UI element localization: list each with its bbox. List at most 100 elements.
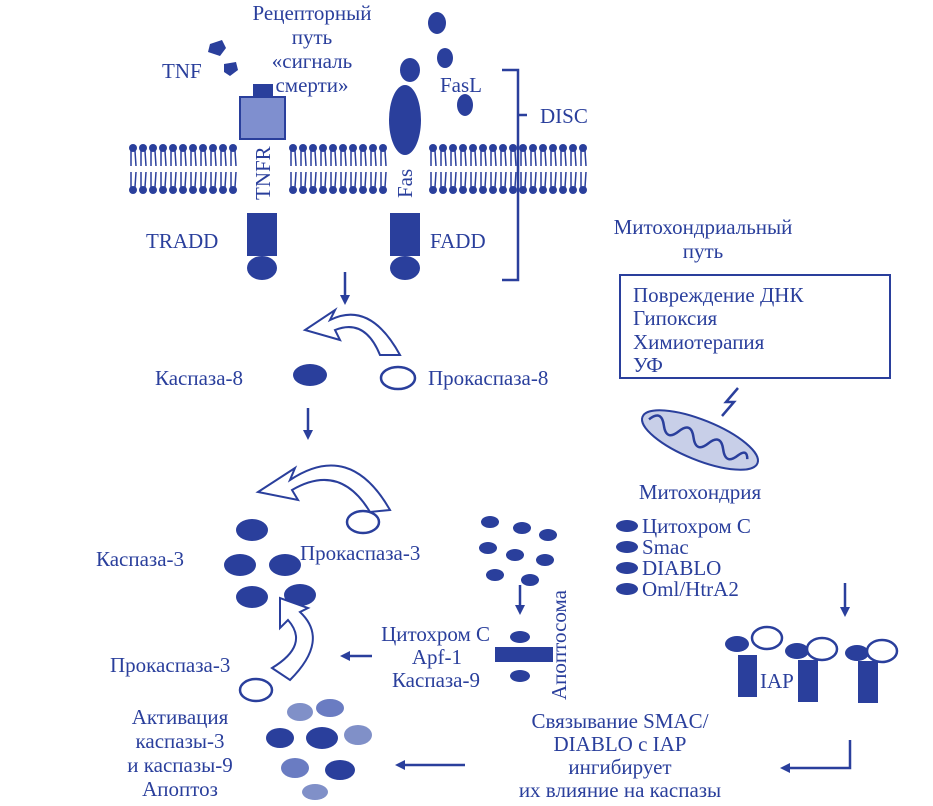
lipid-tail: [230, 171, 237, 188]
caspase3-icon: [224, 554, 256, 576]
mito-path-line: Митохондриальный: [614, 215, 793, 239]
lipid-tail: [570, 150, 577, 167]
lipid-tail: [350, 171, 357, 188]
caspase-icon: [325, 760, 355, 780]
lipid-head: [299, 186, 307, 194]
lipid-head: [169, 186, 177, 194]
lipid-tail: [180, 150, 187, 167]
lipid-tail: [450, 171, 457, 188]
lipid-tail: [540, 171, 547, 188]
receptor-path-title: Рецепторный путь «сигналь смерти»: [252, 1, 371, 97]
mitochondrion-label: Митохондрия: [639, 480, 762, 504]
lipid-tail: [190, 171, 197, 188]
lipid-tail: [170, 150, 177, 167]
apf1-label: Apf-1: [412, 645, 462, 669]
lipid-tail: [480, 150, 487, 167]
lipid-head: [489, 186, 497, 194]
receptor-path-line: Рецепторный: [252, 1, 371, 25]
factor-label: Oml/HtrA2: [642, 577, 739, 601]
caspase-icon: [287, 703, 313, 721]
lipid-head: [489, 144, 497, 152]
lipid-head: [129, 144, 137, 152]
dot-icon: [513, 522, 531, 534]
fadd-death-domain-icon: [390, 256, 420, 280]
tnfr-receptor-icon: [239, 96, 286, 140]
smac-binding-text: Связывание SMAC/ DIABLO с IAP ингибирует…: [519, 709, 721, 802]
lipid-head: [329, 186, 337, 194]
lipid-tail: [160, 171, 167, 188]
lipid-head: [529, 186, 537, 194]
lipid-head: [509, 186, 517, 194]
tradd-death-domain-icon: [247, 256, 277, 280]
iap-complexes: [725, 625, 899, 703]
lipid-head: [559, 186, 567, 194]
lipid-tail: [220, 171, 227, 188]
tnf-molecule-icon: [208, 40, 226, 56]
lipid-tail: [170, 171, 177, 188]
lipid-tail: [460, 150, 467, 167]
fasl-label: FasL: [440, 73, 482, 97]
lipid-tail: [370, 150, 377, 167]
lipid-head: [439, 186, 447, 194]
lipid-tail: [440, 150, 447, 167]
lipid-tail: [140, 150, 147, 167]
lipid-head: [289, 186, 297, 194]
caspase-icon: [344, 725, 372, 745]
lipid-head: [579, 186, 587, 194]
lipid-head: [289, 144, 297, 152]
lipid-head: [479, 144, 487, 152]
activation-line: Апоптоз: [142, 777, 218, 801]
lipid-tail: [310, 150, 317, 167]
iap-label: IAP: [760, 669, 794, 693]
lipid-tail: [150, 171, 157, 188]
lipid-tail: [210, 150, 217, 167]
lipid-head: [519, 186, 527, 194]
mito-path-line: путь: [683, 239, 724, 263]
stress-item: УФ: [633, 353, 663, 377]
apoptosome-labels: Цитохром С Apf-1 Каспаза-9: [381, 622, 490, 692]
smac-line: ингибирует: [568, 755, 671, 779]
lipid-head: [359, 144, 367, 152]
lipid-head: [429, 144, 437, 152]
mitochondrion-icon: [641, 409, 759, 471]
lipid-head: [319, 144, 327, 152]
lipid-tail: [360, 171, 367, 188]
lipid-tail: [430, 171, 437, 188]
lipid-head: [159, 186, 167, 194]
lipid-tail: [510, 150, 517, 167]
dot-icon: [481, 516, 499, 528]
lipid-tail: [150, 150, 157, 167]
lipid-head: [569, 144, 577, 152]
lipid-tail: [490, 150, 497, 167]
disc-label: DISC: [540, 104, 588, 128]
caspase3-cluster: [224, 519, 316, 608]
lipid-tail: [580, 171, 587, 188]
procaspase8-icon: [379, 365, 417, 391]
tradd-adaptor-icon: [247, 213, 277, 256]
lipid-tail: [530, 171, 537, 188]
lipid-head: [449, 144, 457, 152]
lipid-head: [369, 186, 377, 194]
lipid-tail: [560, 171, 567, 188]
lipid-head: [469, 186, 477, 194]
caspase-icon: [302, 784, 328, 800]
lipid-tail: [380, 150, 387, 167]
activation-line: Активация: [132, 705, 229, 729]
lipid-tail: [580, 150, 587, 167]
lipid-head: [309, 144, 317, 152]
lipid-head: [149, 144, 157, 152]
lipid-head: [339, 144, 347, 152]
lipid-head: [229, 144, 237, 152]
lightning-icon: [721, 387, 739, 417]
lipid-head: [549, 186, 557, 194]
lipid-head: [159, 144, 167, 152]
lipid-head: [309, 186, 317, 194]
tnfr-top-icon: [253, 84, 273, 97]
fasl-molecule-icon: [457, 94, 473, 116]
lipid-head: [329, 144, 337, 152]
lipid-head: [349, 186, 357, 194]
activation-text: Активация каспазы-3 и каспазы-9 Апоптоз: [127, 705, 232, 801]
lipid-tail: [490, 171, 497, 188]
lipid-head: [189, 144, 197, 152]
lipid-head: [549, 144, 557, 152]
